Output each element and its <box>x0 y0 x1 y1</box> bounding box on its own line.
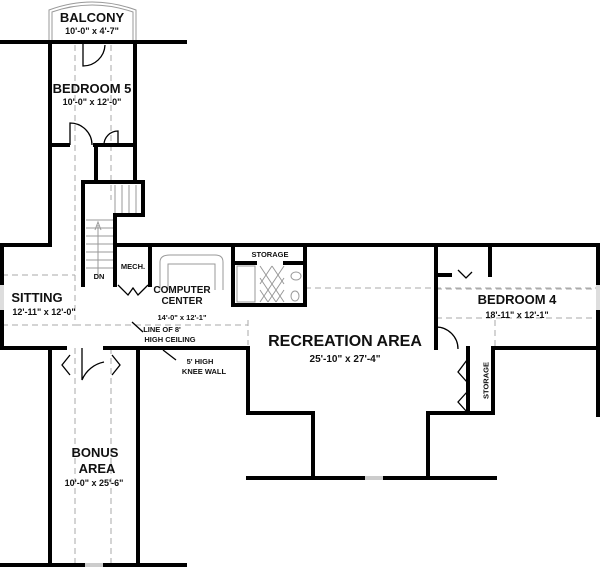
bathtub <box>236 265 256 303</box>
ceiling-lines <box>2 45 600 565</box>
computer-center-size: 14'-0" x 12'-1" <box>157 313 207 322</box>
ceiling-leader <box>131 321 144 333</box>
sink <box>290 290 300 302</box>
sitting-size: 12'-11" x 12'-0" <box>12 307 76 317</box>
ceiling-note-1: LINE OF 8' <box>143 325 181 334</box>
recreation-area-size: 25'-10" x 27'-4" <box>309 354 381 365</box>
tile-floor <box>259 265 285 303</box>
bonus-size: 10'-0" x 25'-6" <box>64 478 124 488</box>
computer-desk <box>159 254 224 290</box>
bedroom4-label: BEDROOM 4 <box>477 292 557 307</box>
ceiling-note-2: HIGH CEILING <box>144 335 196 344</box>
recreation-area-label: RECREATION AREA <box>268 333 422 350</box>
balcony-outline <box>48 1 137 42</box>
mech-label: MECH. <box>120 262 146 271</box>
balcony-outline-inner <box>51 4 134 42</box>
bedroom5-label: BEDROOM 5 <box>52 81 132 96</box>
knee-wall-note-1: 5' HIGH <box>186 357 214 366</box>
computer-center-label-1: COMPUTER <box>153 285 211 296</box>
walls <box>0 40 600 567</box>
knee-wall-note-2: KNEE WALL <box>181 367 227 376</box>
storage-label-top: STORAGE <box>251 250 289 259</box>
balcony-size: 10'-0" x 4'-7" <box>65 26 119 36</box>
toilet <box>290 271 302 281</box>
computer-center-label-2: CENTER <box>161 296 203 307</box>
stairs-down-label: DN <box>93 272 105 281</box>
doors <box>61 42 473 413</box>
sitting-label: SITTING <box>11 290 63 305</box>
balcony-label: BALCONY <box>59 10 125 25</box>
staircase <box>86 185 137 278</box>
bathroom-fixtures <box>236 265 302 303</box>
bonus-label-1: BONUS <box>71 445 119 460</box>
bedroom5-size: 10'-0" x 12'-0" <box>62 97 122 107</box>
windows <box>0 285 600 567</box>
stair-arrow-icon <box>94 220 102 278</box>
storage-label-side: STORAGE <box>481 362 491 399</box>
knee-wall-leader <box>162 349 177 361</box>
bonus-label-2: AREA <box>78 461 116 476</box>
bedroom4-size: 18'-11" x 12'-1" <box>485 310 549 320</box>
